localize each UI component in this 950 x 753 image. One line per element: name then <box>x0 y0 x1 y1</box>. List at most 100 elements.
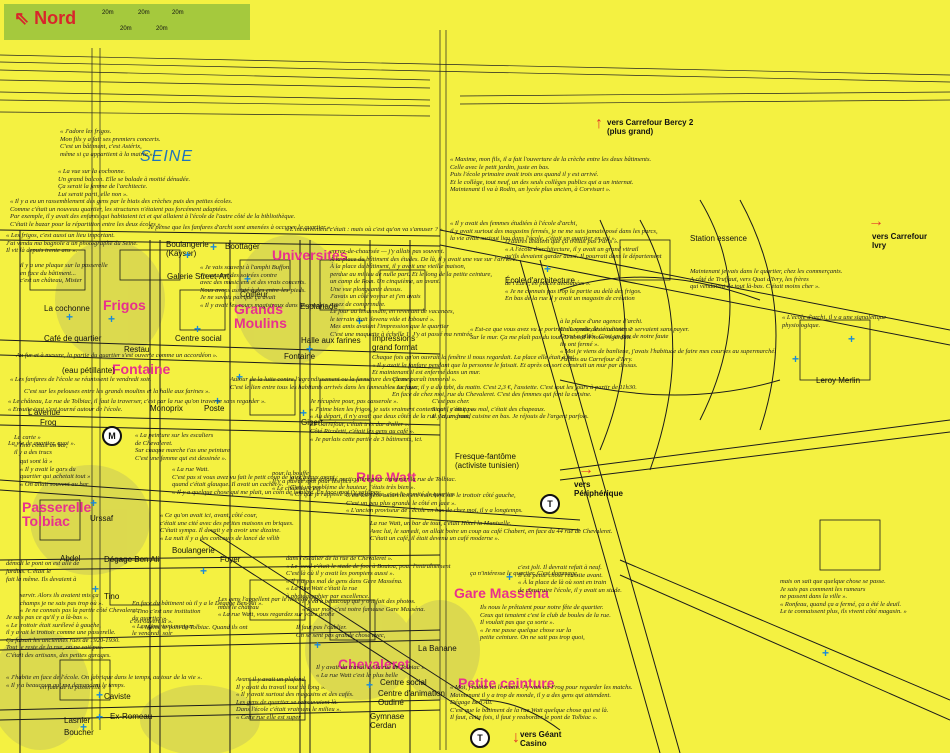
quote-line: de l'Eure, en pièces découpées ». <box>505 280 591 287</box>
poi-marker-icon: + <box>200 564 208 578</box>
quote-line: C'est là où il y avait les pompiers auss… <box>286 570 395 577</box>
poi-label: Gibert <box>301 418 323 427</box>
quote-line: C'était sympa. Il devait y en avoir une … <box>160 527 281 534</box>
quote-line: « Maxime, mon fils, il a fait l'ouvertur… <box>450 156 652 163</box>
poi-marker-icon: + <box>506 570 514 584</box>
river-label: SEINE <box>140 148 194 165</box>
poi-marker-icon: + <box>90 496 98 510</box>
place-label: Universités <box>272 247 348 263</box>
poi-marker-icon: + <box>848 332 856 346</box>
poi-marker-icon: + <box>300 406 308 420</box>
quote-line: « Je vais souvent à l'amphi Buffon. <box>200 264 291 271</box>
quote-line: C'est une femme qui est dessinée ». <box>135 454 227 462</box>
quote-line: C'était des artisans, des petites garage… <box>6 651 111 659</box>
poi-label: Boulangerie (Kayser) <box>166 240 209 258</box>
quote-line: c'est un château, Mister <box>20 277 83 284</box>
quote-line: Sinon, c'était pas mal, c'était des chap… <box>432 405 546 413</box>
quote-line: champs je ne sais pas trop où ». <box>20 599 104 607</box>
quote-line: « L'inconvénient c'était : mais où c'est… <box>285 226 443 233</box>
quote-line: Maintenant il va à Rodin, un lycée plus … <box>450 186 611 193</box>
tram-station-icon: T <box>470 728 490 748</box>
poi-label: Boucher <box>64 728 94 737</box>
quote-line: « Moi je viens de banlieue, j'avais l'ha… <box>560 348 776 355</box>
poi-marker-icon: + <box>92 582 100 596</box>
quote-line: « Le trottoir était surélevé à gauche, <box>6 621 101 629</box>
quote-line: Maintenant il y a trop de monde, il y a … <box>450 691 611 699</box>
quote-line: « Il y avait la fanfare pendant que la p… <box>372 361 638 369</box>
quote-line: C'est les gens naturellement marchent su… <box>346 492 516 499</box>
quote-line: Tout le reste de la rue, on ne sait pas. <box>6 644 104 651</box>
quote-line: Il y avait du travail tout du long ». <box>236 683 326 691</box>
quote-line: avec des musiciens et des vrais concerts… <box>200 279 306 286</box>
quote-line: Le jour au lendemain, en revenant de vac… <box>330 308 455 315</box>
quote-line: Le Carrefour, c'était très dur d'aller »… <box>310 420 410 428</box>
direction-label: vers Carrefour Ivry <box>872 232 928 250</box>
scale-label: 20m <box>156 26 168 32</box>
quote-line: de Chevaleret. <box>135 439 173 447</box>
poi-label: Foyer <box>220 555 241 564</box>
quote-line: quand c'était glauque. Il avait un cache… <box>172 481 284 488</box>
quote-line: il y avait surtout des magasins fermés, … <box>450 227 658 235</box>
quote-line: mais on sait que quelque chose se passe. <box>780 578 886 585</box>
poi-label: Impressions grand format <box>372 334 418 352</box>
poi-label: Café de quartier <box>44 334 102 343</box>
quote-line: On se a piliés. C'est un peu de notre fa… <box>560 333 669 340</box>
quote-line: J'y souvent des soirées contre <box>200 271 277 279</box>
poi-marker-icon: + <box>314 638 322 652</box>
quote-line: ils ont fermé ». <box>560 340 599 348</box>
quote-line: servir. Alors ils avaient mis ça <box>20 592 99 599</box>
north-text: Nord <box>34 8 77 28</box>
place-label: Gare Masséna <box>454 585 549 601</box>
quote-line: « Ensuite tout s'est tourné autour de l'… <box>8 405 123 413</box>
quote-line: Dégage Ben Ali. <box>450 699 493 706</box>
poi-label: Restau <box>124 345 150 354</box>
quote-line: ça n'intéresse le quartier. C'est dommag… <box>470 570 579 577</box>
poi-label: Abdel <box>60 554 81 563</box>
scale-label: 20m <box>172 10 184 16</box>
poi-marker-icon: + <box>792 352 800 366</box>
place-label: Fontaine <box>112 361 171 377</box>
quote-line: Une vue plongeante dessus. <box>330 285 403 293</box>
quote-line: C'est le lien entre tous les habitants a… <box>230 383 418 391</box>
quote-line: « Moi, j'habite ici le matin. J'y vais a… <box>450 684 633 691</box>
quote-line: C'est sur les pelouses entre les grands … <box>24 388 211 395</box>
up-arrow-icon: ↑ <box>595 115 603 132</box>
quote-line: pour la bouffe <box>272 470 309 477</box>
quote-line: à photographier par excellence. <box>286 592 370 600</box>
quote-line: J'ai vendu ma bagnole à un photographe d… <box>6 239 138 247</box>
poi-label: (eau pétillante) <box>62 366 115 375</box>
quote-line: « Ce qu'on avait ici, avant, côté cour, <box>160 512 258 519</box>
quote-line: C'est un peu plus grande le côté en face… <box>346 499 457 507</box>
quote-line: Chaque fois qu'on ouvrait la fenêtre il … <box>372 354 576 361</box>
quote-line: Il voulait pas que ça sorte ». <box>480 619 555 626</box>
quote-line: « Ce que je rappelle de mon arrivée, c'e… <box>290 491 456 498</box>
quote-line: petite ceinture. On ne sait pas trop quo… <box>480 634 585 641</box>
quote-line: « Les gens vont manger <box>132 622 194 630</box>
quote-line: « L'ancien proviseur de l'école en bas d… <box>346 507 523 514</box>
place-label: Frigos <box>103 297 146 313</box>
quote-line: « La peinture sur les escaliers <box>135 432 214 439</box>
highlight-zones <box>0 235 480 753</box>
poi-marker-icon: + <box>822 646 830 660</box>
quote-line: il y avait le trottoir comme une passere… <box>6 629 116 636</box>
quote-line: A côté de Truffaut, vers Quai d'Ivry, le… <box>690 275 809 283</box>
poi-label: Gymnase Cerdan <box>370 712 405 730</box>
quote-line: Il y en a beaucoup qui y ont fait des ph… <box>302 598 416 605</box>
quote-line: D'autres disaient que ça n'était pas Par… <box>505 238 619 245</box>
poi-label: Fresque-fantôme (activiste tunisien) <box>455 452 520 470</box>
quote-line: « J'habite en face de l'école. On fabriq… <box>6 674 203 681</box>
quote-line: même si ça appartient à la mairie ». <box>60 150 155 158</box>
place-label: Rue Watt <box>356 469 417 485</box>
quote-line: c'était une cité avec des petites maison… <box>160 519 294 527</box>
quote-line: Il faut une volonté particulière pour tr… <box>290 476 457 483</box>
quote-line: Sur chaque marche t'as une peinture <box>135 447 230 454</box>
quote-line: Ils nous le prêtaient pour notre fête de… <box>480 604 604 611</box>
poi-marker-icon: + <box>194 322 202 336</box>
title-box <box>4 4 250 40</box>
quote-line: ne passent dans la ville ». <box>780 593 848 600</box>
quote-line: Dans l'école c'était vraiment le milieu … <box>236 706 342 713</box>
poi-marker-icon: + <box>184 248 192 262</box>
quote-line: « Je ne connais pas trop la partie au de… <box>505 287 642 295</box>
